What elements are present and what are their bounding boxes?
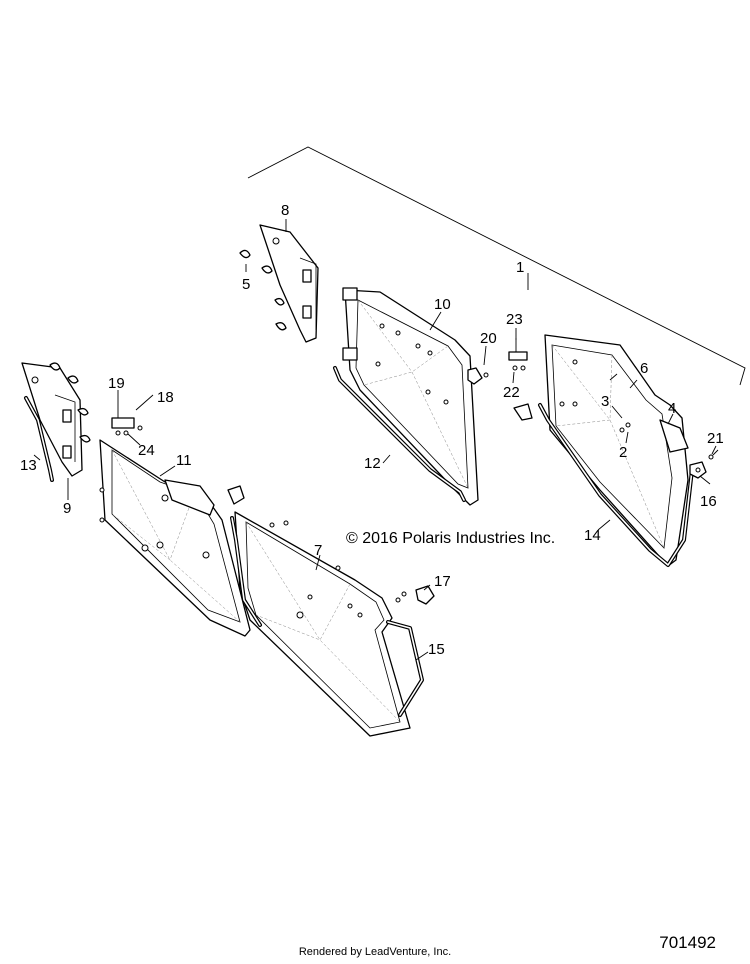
hinge-lower-left bbox=[227, 485, 245, 505]
callout-13: 13 bbox=[20, 457, 37, 474]
callout-18: 18 bbox=[157, 389, 174, 406]
latch-22-23 bbox=[508, 338, 533, 421]
callout-15: 15 bbox=[428, 641, 445, 658]
callout-leaders bbox=[33, 219, 717, 661]
callout-11: 11 bbox=[176, 452, 192, 469]
callout-9: 9 bbox=[63, 500, 71, 517]
seal-13 bbox=[24, 396, 54, 482]
callout-23: 23 bbox=[506, 311, 523, 328]
copyright-notice: © 2016 Polaris Industries Inc. bbox=[346, 530, 556, 547]
callout-8: 8 bbox=[281, 202, 289, 219]
callout-labels: 1 2 3 4 5 6 7 8 9 10 11 12 13 14 15 16 1… bbox=[20, 202, 724, 658]
seal-middle-lower bbox=[230, 516, 262, 627]
seal-12 bbox=[333, 366, 466, 502]
callout-5: 5 bbox=[242, 276, 250, 293]
callout-6: 6 bbox=[640, 360, 648, 377]
callout-14: 14 bbox=[584, 527, 601, 544]
rear-upper-panel-right bbox=[259, 224, 319, 343]
rear-upper-panel-left bbox=[21, 362, 83, 477]
assembly-bracket bbox=[247, 146, 746, 386]
bolt-21 bbox=[708, 449, 719, 460]
callout-17: 17 bbox=[434, 573, 451, 590]
callout-20: 20 bbox=[480, 330, 497, 347]
callout-21: 21 bbox=[707, 430, 724, 447]
door-panel-10 bbox=[342, 287, 479, 506]
door-panel-11 bbox=[99, 439, 251, 637]
callout-16: 16 bbox=[700, 493, 717, 510]
callout-10: 10 bbox=[434, 296, 451, 313]
callout-1: 1 bbox=[516, 259, 524, 276]
callout-22: 22 bbox=[503, 384, 520, 401]
footer-credit: Rendered by LeadVenture, Inc. bbox=[298, 946, 452, 958]
striker-20 bbox=[467, 367, 489, 385]
hinge-16 bbox=[689, 461, 707, 479]
callout-19: 19 bbox=[108, 375, 125, 392]
drawing-number: 701492 bbox=[659, 933, 716, 952]
seal-14 bbox=[538, 403, 694, 567]
hinge-hardware-18-19-24 bbox=[111, 400, 143, 436]
hinge-17 bbox=[395, 585, 435, 605]
clip-set-left bbox=[49, 362, 91, 443]
callout-7: 7 bbox=[314, 542, 322, 559]
clip-set-5 bbox=[239, 249, 287, 331]
callout-3: 3 bbox=[601, 393, 609, 410]
callout-12: 12 bbox=[364, 455, 381, 472]
callout-2: 2 bbox=[619, 444, 627, 461]
callout-4: 4 bbox=[668, 400, 676, 417]
callout-24: 24 bbox=[138, 442, 155, 459]
door-panel-6 bbox=[544, 334, 689, 567]
seal-15 bbox=[386, 620, 424, 717]
